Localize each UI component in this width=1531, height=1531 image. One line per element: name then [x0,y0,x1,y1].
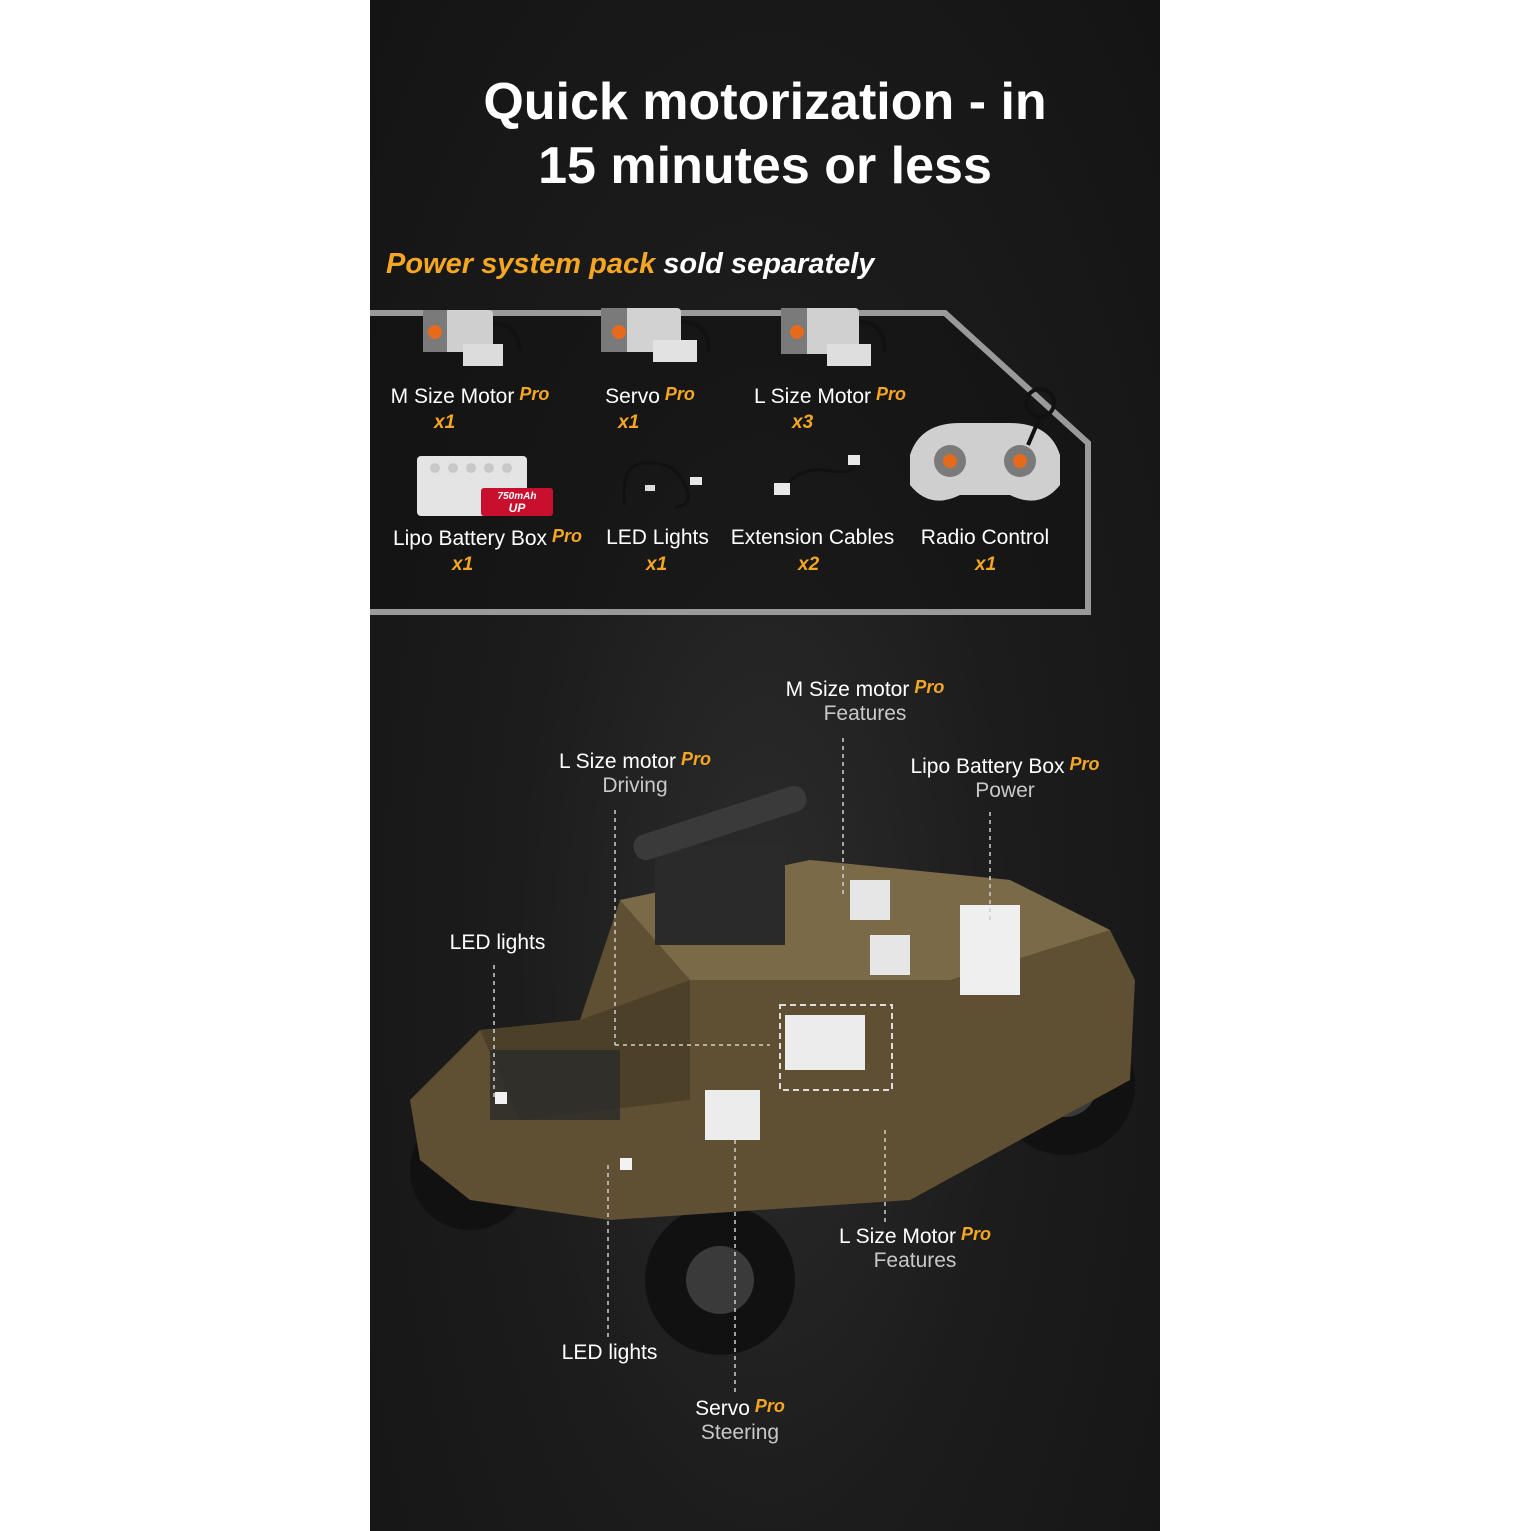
component-led-lights: LED Lights [606,526,709,549]
components-panel [370,310,1091,615]
subtitle-rest: sold separately [663,248,875,280]
power-pack-subtitle: Power system pack sold separately [386,248,874,281]
l-motor-icon [781,308,887,366]
component-radio-control: Radio Control [920,526,1050,549]
subtitle-highlight: Power system pack [386,248,656,280]
component-extension-cables: Extension Cables [730,526,895,549]
battery-box-icon: 750mAh UP [417,456,553,516]
extension-cable-icon [774,455,860,495]
led-lights-icon [622,461,702,509]
qty-m-size-motor: x1 [434,412,456,433]
qty-l-size-motor: x3 [792,412,814,433]
headline-line-1: Quick motorization - in [483,73,1047,131]
product-poster: Quick motorization - in 15 minutes or le… [370,0,1160,1531]
callout-led-lights-upper: LED lights [449,931,546,954]
callout-led-lights-lower: LED lights [561,1341,658,1364]
m-motor-icon [423,310,521,366]
headline-line-2: 15 minutes or less [538,137,992,195]
svg-text:UP: UP [509,501,527,515]
qty-led-lights: x1 [646,554,668,575]
svg-text:750mAh: 750mAh [498,491,537,502]
qty-servo: x1 [618,412,640,433]
qty-lipo-battery-box: x1 [452,554,474,575]
qty-extension-cables: x2 [798,554,820,575]
callout-leader-lines [493,738,991,1395]
servo-icon [601,308,711,362]
radio-control-icon [910,387,1060,501]
military-vehicle-illustration [410,785,1135,1355]
qty-radio-control: x1 [975,554,997,575]
